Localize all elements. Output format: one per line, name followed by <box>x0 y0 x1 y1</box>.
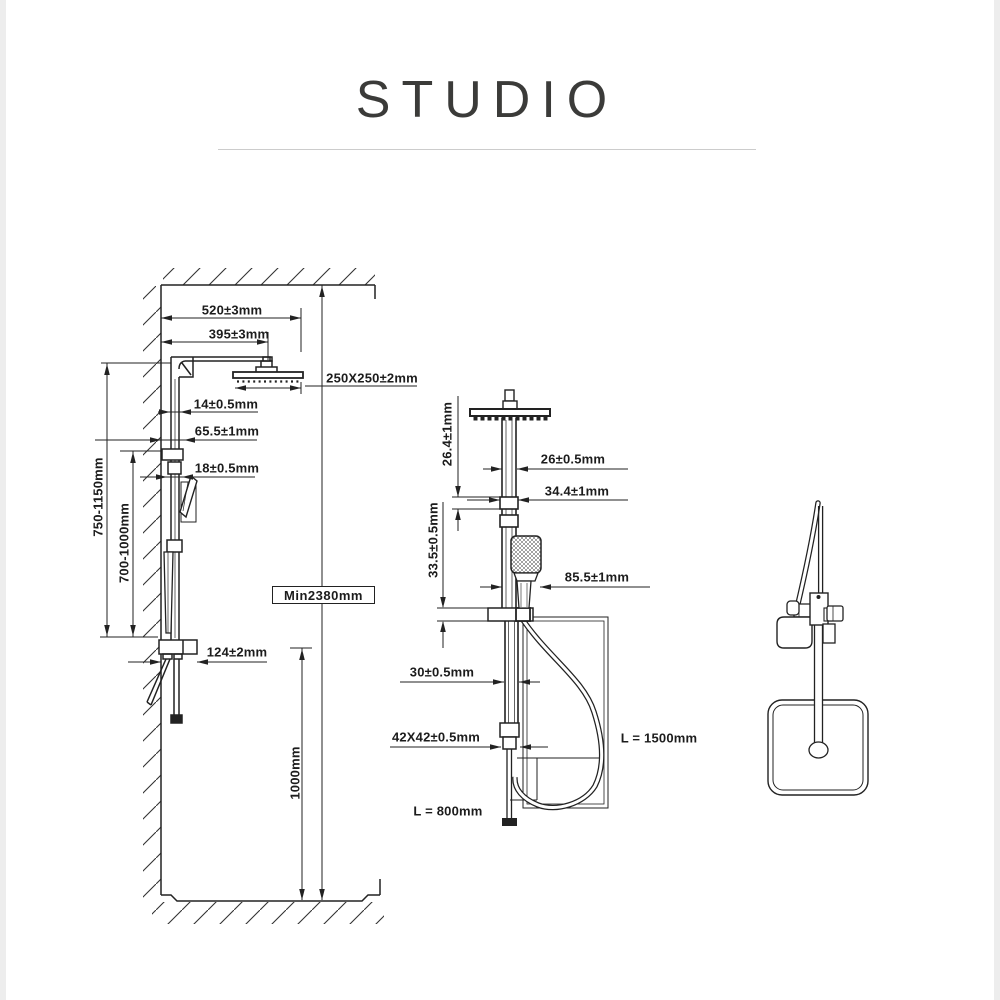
dimension-lines <box>95 285 417 900</box>
dim-base-connector: 42X42±0.5mm <box>391 729 481 745</box>
dim-pipe-diameter: 26±0.5mm <box>540 451 606 467</box>
hanging-handset <box>163 551 174 634</box>
floor-line <box>161 879 381 902</box>
dim-pipe-width: 14±0.5mm <box>193 396 259 412</box>
dim-handset-offset: 85.5±1mm <box>564 569 630 585</box>
dim-mixer-height: 1000mm <box>287 746 303 800</box>
right-wing <box>826 605 844 622</box>
ceiling-line <box>161 284 376 299</box>
product-title: STUDIO <box>355 71 619 129</box>
riser-top-view <box>817 506 824 593</box>
handle-knob <box>786 600 800 616</box>
handset-wand <box>179 474 198 519</box>
handset-head <box>510 535 542 574</box>
dim-mixer-depth: 124±2mm <box>206 644 268 660</box>
upper-pipe <box>501 418 517 608</box>
title-divider <box>218 149 756 150</box>
head-plate <box>469 408 551 417</box>
page-right-margin <box>994 0 1000 1000</box>
mixer-handle <box>146 658 171 706</box>
handset-clamp <box>515 607 531 622</box>
lower-connector <box>166 539 183 553</box>
dim-bracket-offset: 65.5±1mm <box>194 423 260 439</box>
head-stub <box>504 389 515 402</box>
dim-arm-reach: 520±3mm <box>201 302 263 318</box>
dim-bracket-height: 33.5±0.5mm <box>425 502 441 578</box>
lower-pipe <box>504 621 519 723</box>
dim-slider-range: 700-1000mm <box>116 502 132 584</box>
dim-arm-length: 395±3mm <box>208 326 270 342</box>
screw-dot <box>816 595 821 599</box>
page-left-margin <box>0 0 6 1000</box>
dim-riser-range: 750-1150mm <box>90 457 106 537</box>
dim-ring-width: 34.4±1mm <box>544 483 610 499</box>
dim-rail-length: L = 800mm <box>413 803 483 819</box>
head-plate-nozzles <box>473 416 548 421</box>
ceiling-hatching <box>163 268 375 285</box>
top-view-drawing <box>767 500 869 796</box>
dim-lower-pipe: 30±0.5mm <box>409 664 475 680</box>
rod-foot <box>502 818 517 826</box>
spout-leg <box>173 659 180 715</box>
head-connector <box>255 356 278 372</box>
dim-connector-width: 18±0.5mm <box>194 460 260 476</box>
mixer-body-top <box>776 616 813 649</box>
pipe-cap <box>808 741 829 759</box>
base-connector-lower <box>502 736 517 750</box>
down-pipe-top-view <box>813 625 824 748</box>
dim-head-size: 250X250±2mm <box>326 370 418 386</box>
mixer-body <box>158 639 198 655</box>
dimension-arrowheads <box>104 286 551 900</box>
riser-and-arm <box>170 356 273 640</box>
slider-ring-lower <box>499 514 519 528</box>
slider-bracket <box>161 448 184 461</box>
dim-ring-height: 26.4±1mm <box>439 401 455 467</box>
shower-head-side <box>232 371 304 379</box>
dim-hose-length: L = 1500mm <box>620 730 698 746</box>
handset-handle <box>516 580 532 609</box>
shower-hose <box>512 618 605 811</box>
spout-foot <box>170 714 183 724</box>
dim-min-height-box: Min2380mm <box>272 586 375 604</box>
front-view-drawing <box>390 389 650 826</box>
mixer-outlet <box>173 653 183 660</box>
floor-hatching <box>152 902 384 924</box>
slider-ring-upper <box>499 496 519 510</box>
mixer-outlet <box>162 653 173 660</box>
base-connector <box>499 722 520 738</box>
pipe-connector <box>167 461 182 475</box>
wall-hatching <box>143 286 161 903</box>
bottom-rod <box>506 749 513 818</box>
right-block <box>822 623 836 644</box>
